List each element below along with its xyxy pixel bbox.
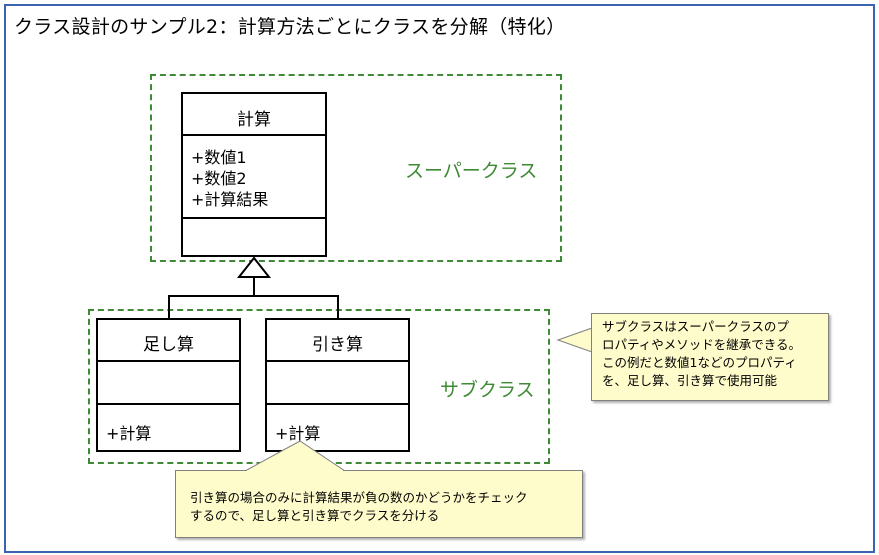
callout-pointer-cover — [247, 470, 343, 472]
callout-line: を、足し算、引き算で使用可能 — [602, 373, 778, 388]
generalization-arrow — [168, 256, 339, 319]
attribute: +計算結果 — [191, 190, 269, 209]
attribute: +数値2 — [191, 169, 247, 188]
class-name: 計算 — [237, 110, 271, 130]
divider — [98, 360, 239, 362]
callout-line: この例だと数値1などのプロパティ — [602, 355, 797, 370]
superclass-label: スーパークラス — [405, 160, 538, 182]
callout-line: サブクラスはスーパークラスのプ — [602, 319, 789, 334]
divider — [267, 360, 408, 362]
class-calculation: 計算 +数値1 +数値2 +計算結果 — [181, 92, 327, 257]
class-name: 引き算 — [312, 335, 363, 355]
operation: +計算 — [275, 424, 321, 443]
class-addition: 足し算 +計算 — [96, 318, 241, 452]
callout-bottom-pointer — [244, 440, 347, 472]
attribute: +数値1 — [191, 148, 247, 167]
class-name: 足し算 — [143, 335, 194, 355]
divider — [267, 403, 408, 405]
divider — [183, 217, 325, 219]
operation: +計算 — [106, 424, 152, 443]
callout-line: 引き算の場合のみに計算結果が負の数のかどうかをチェック — [190, 490, 528, 505]
callout-line: するので、足し算と引き算でクラスを分ける — [190, 508, 440, 523]
diagram-title: クラス設計のサンプル2：計算方法ごとにクラスを分解（特化） — [14, 16, 566, 38]
superclass-group — [150, 74, 562, 262]
callout-inheritance-note: サブクラスはスーパークラスのプ ロパティやメソッドを継承できる。 この例だと数値… — [591, 313, 829, 401]
subclass-label: サブクラス — [440, 379, 535, 401]
divider — [183, 134, 325, 136]
callout-line: ロパティやメソッドを継承できる。 — [602, 337, 802, 352]
diagram-frame — [4, 4, 875, 553]
callout-right-pointer — [556, 327, 593, 353]
divider — [98, 403, 239, 405]
callout-subtraction-note: 引き算の場合のみに計算結果が負の数のかどうかをチェック するので、足し算と引き算… — [175, 470, 583, 538]
class-subtraction: 引き算 +計算 — [265, 318, 410, 452]
